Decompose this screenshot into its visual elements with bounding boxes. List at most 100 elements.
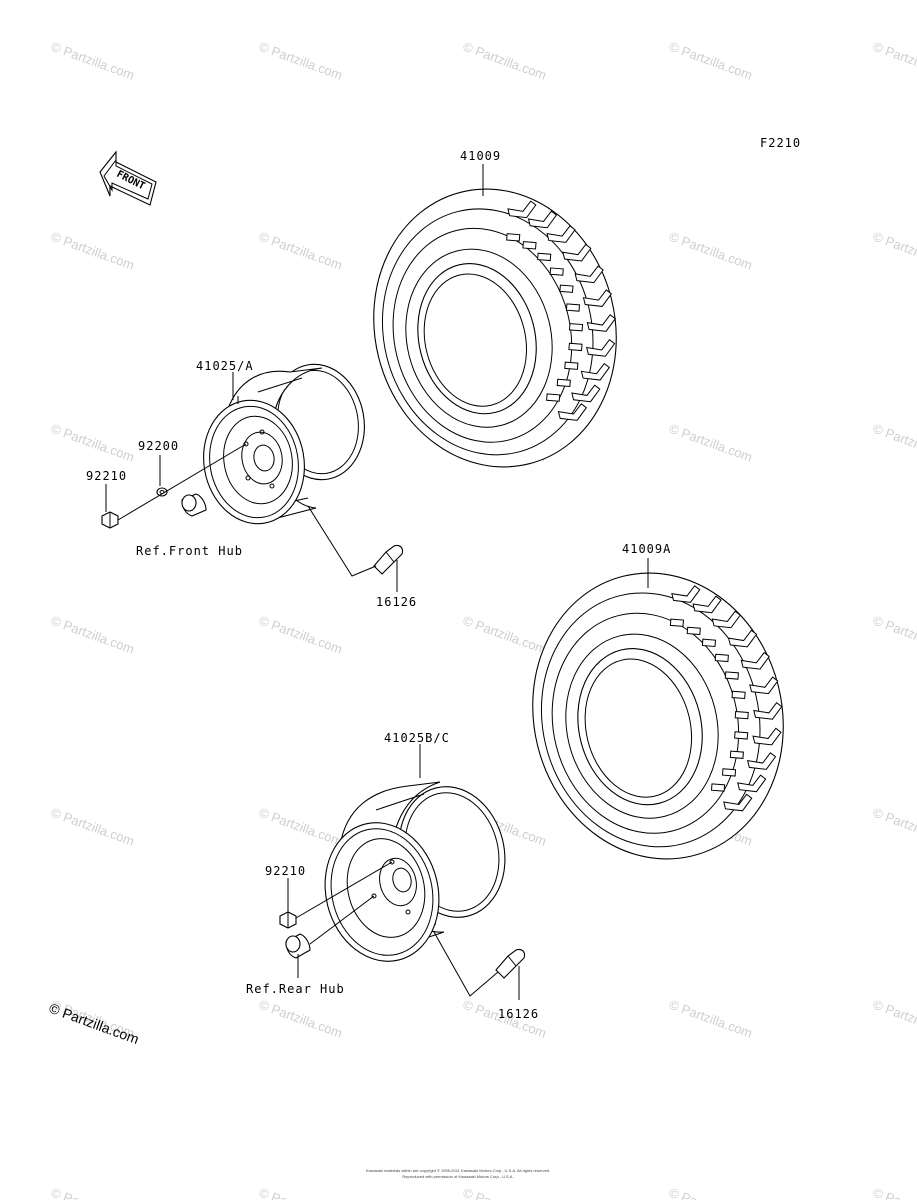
tread-lug xyxy=(549,267,564,276)
wheel-rear-41025BC[interactable] xyxy=(311,775,519,973)
nut-92210-rear[interactable] xyxy=(279,911,297,929)
tread-lug xyxy=(507,200,537,219)
valve-stem-16126-rear[interactable] xyxy=(495,948,526,979)
tread-lug xyxy=(711,610,741,629)
tread-lug xyxy=(724,671,739,680)
watermark-text: © Partzilla.com xyxy=(667,39,754,83)
tread-lug xyxy=(527,210,558,229)
figure-code: F2210 xyxy=(760,136,801,150)
watermark-text: © Partzilla.com xyxy=(257,39,344,83)
watermark-text: © Partzilla.com xyxy=(49,39,136,83)
front-arrow-icon: FRONT xyxy=(99,150,157,206)
tread-lug xyxy=(546,393,561,402)
footer-line-1: Kawasaki materials within are copyright … xyxy=(366,1168,550,1173)
watermark-text: © Partzilla.com xyxy=(257,805,344,849)
tread-lug xyxy=(562,243,592,262)
tread-lug xyxy=(574,265,604,284)
watermark-text: © Partzilla.com xyxy=(871,1185,917,1200)
tread-lug xyxy=(571,384,601,403)
watermark-text: © Partzilla.com xyxy=(871,229,917,273)
watermark-text: © Partzilla.com xyxy=(49,805,136,849)
watermark-text: © Partzilla.com xyxy=(871,805,917,849)
tread-lug xyxy=(564,361,579,370)
tread-lug xyxy=(556,378,571,388)
tread-lug xyxy=(586,339,616,357)
watermark-text: © Partzilla.com xyxy=(49,421,136,465)
hub-spacer-front xyxy=(181,493,207,517)
tread-lug xyxy=(669,618,685,627)
tread-lug xyxy=(731,690,746,700)
tread-lug xyxy=(723,793,753,812)
valve-stem-16126-front[interactable] xyxy=(373,544,404,575)
tread-lug xyxy=(752,727,782,746)
label-41009A: 41009A xyxy=(622,542,671,556)
nut-92210-front[interactable] xyxy=(101,511,119,529)
tread-lug xyxy=(506,233,521,242)
tire-tread xyxy=(506,200,616,421)
watermark-text: © Partzilla.com xyxy=(461,613,548,657)
watermark-text: © Partzilla.com xyxy=(49,613,136,657)
tire-tread xyxy=(669,585,783,812)
tread-lug xyxy=(710,783,726,792)
label-92210-rear: 92210 xyxy=(265,864,306,878)
tread-lug xyxy=(727,629,758,648)
label-16126-rear: 16126 xyxy=(498,1007,539,1021)
tread-lug xyxy=(740,651,770,670)
label-16126-front: 16126 xyxy=(376,595,417,609)
tread-lug xyxy=(686,626,701,636)
tread-lug xyxy=(522,241,537,250)
label-92200: 92200 xyxy=(138,439,179,453)
tread-lug xyxy=(734,731,749,740)
wheel-front-41025A[interactable] xyxy=(194,357,373,532)
watermark-text: © Partzilla.com xyxy=(49,1185,136,1200)
tread-lug xyxy=(546,225,576,243)
ref-rear-hub: Ref.Rear Hub xyxy=(246,982,345,996)
tread-lug xyxy=(749,676,779,695)
label-92210-front: 92210 xyxy=(86,469,127,483)
watermark-text: © Partzilla.com xyxy=(871,613,917,657)
tread-lug xyxy=(692,595,722,614)
tread-lug xyxy=(568,323,584,332)
tread-lug xyxy=(580,362,611,381)
watermark-text: © Partzilla.com xyxy=(257,1185,344,1200)
tread-lug xyxy=(734,710,749,720)
tread-lug xyxy=(737,774,767,793)
tread-lug xyxy=(537,252,552,262)
tread-lug xyxy=(746,752,777,770)
tread-lug xyxy=(565,303,581,312)
watermark-text: © Partzilla.com xyxy=(49,229,136,273)
tread-lug xyxy=(582,289,613,307)
tread-lug xyxy=(586,314,616,332)
tread-lug xyxy=(568,342,583,352)
watermark-text: © Partzilla.com xyxy=(667,421,754,465)
tread-lug xyxy=(701,638,717,647)
ref-front-hub: Ref.Front Hub xyxy=(136,544,243,558)
tread-lug xyxy=(559,284,574,293)
watermark-text: © Partzilla.com xyxy=(461,1185,548,1200)
watermark-text: © Partzilla.com xyxy=(257,997,344,1041)
label-41009: 41009 xyxy=(460,149,501,163)
label-41025-A: 41025/A xyxy=(196,359,254,373)
tread-lug xyxy=(671,585,701,603)
watermark-text: © Partzilla.com xyxy=(257,229,344,273)
tread-lug xyxy=(753,702,783,720)
watermark-text: © Partzilla.com xyxy=(871,997,917,1041)
tread-lug xyxy=(721,768,737,777)
watermark-text: © Partzilla.com xyxy=(667,997,754,1041)
watermark-text: © Partzilla.com xyxy=(667,1185,754,1200)
tire-rear-41009A[interactable] xyxy=(503,546,814,886)
tread-lug xyxy=(714,653,729,663)
watermark-text: © Partzilla.com xyxy=(871,421,917,465)
watermark-text: © Partzilla.com xyxy=(461,39,548,83)
tread-lug xyxy=(557,403,588,421)
watermark-text: © Partzilla.com xyxy=(667,229,754,273)
watermark-text: © Partzilla.com xyxy=(871,39,917,83)
watermark-text: © Partzilla.com xyxy=(257,613,344,657)
hub-spacer-rear xyxy=(285,933,311,959)
label-41025B-C: 41025B/C xyxy=(384,731,450,745)
tread-lug xyxy=(729,750,744,759)
tire-front-41009[interactable] xyxy=(345,163,647,493)
washer-92200[interactable] xyxy=(156,487,168,497)
footer-line-2: Reproduced with permission of Kawasaki M… xyxy=(402,1174,513,1179)
